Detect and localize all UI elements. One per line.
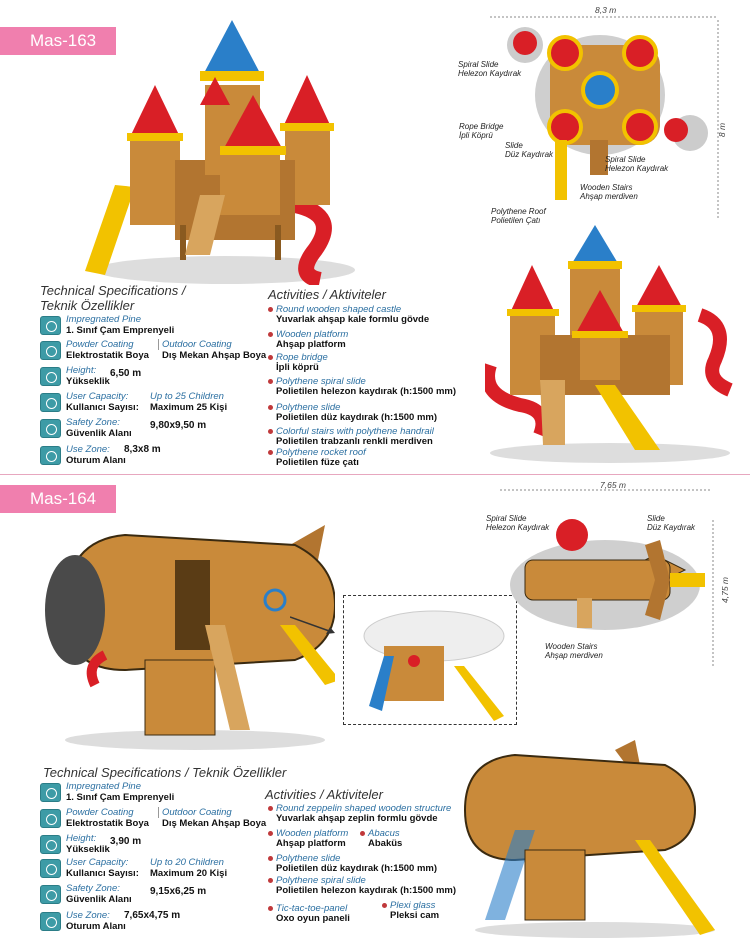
plan-depth-label-164: 4,75 m	[720, 577, 730, 603]
spec-row-coating: Powder Coating Elektrostatik Boya Outdoo…	[40, 339, 270, 363]
area-icon	[40, 912, 61, 931]
spec-row-coating-164: Powder Coating Elektrostatik Boya Outdoo…	[40, 807, 270, 831]
spec-row-pine-164: Impregnated Pine 1. Sınıf Çam Emprenyeli	[40, 781, 240, 805]
zeppelin-plan-view	[500, 489, 714, 668]
pine-icon	[40, 316, 61, 335]
castle-playground-image-2	[485, 225, 733, 463]
brush-icon	[40, 341, 61, 360]
section-divider	[0, 474, 750, 475]
spec-row-use-zone: Use Zone: 8,3x8 m Oturum Alanı	[40, 444, 240, 468]
spec-row-height-164: Height: Yükseklik 3,90 m	[40, 833, 240, 857]
activities-title-mas163: Activities / Aktiviteler	[268, 287, 386, 302]
activities-title-mas164: Activities / Aktiviteler	[265, 787, 383, 802]
users-icon	[40, 859, 61, 878]
spec-row-height: Height: Yükseklik 6,50 m	[40, 365, 240, 389]
plan-width-label-164: 7,65 m	[600, 480, 626, 490]
brush-icon	[40, 809, 61, 828]
height-icon	[40, 835, 61, 854]
spec-title-mas164: Technical Specifications / Teknik Özelli…	[43, 765, 287, 780]
product-tag-mas163: Mas-163	[0, 27, 116, 55]
spec-row-safety: Safety Zone: Güvenlik Alanı 9,80x9,50 m	[40, 417, 270, 441]
castle-plan-view	[490, 16, 719, 220]
detail-inset-frame	[343, 595, 517, 725]
spec-row-pine: Impregnated Pine 1. Sınıf Çam Emprenyeli	[40, 314, 240, 338]
zeppelin-detail-image	[363, 610, 505, 721]
plan-depth-label: 8 m	[717, 122, 728, 138]
zeppelin-playground-image-2	[463, 740, 715, 938]
area-icon	[40, 446, 61, 465]
spec-row-capacity: User Capacity: Kullanıcı Sayısı: Up to 2…	[40, 391, 270, 415]
pointer-arrow-icon	[290, 616, 335, 634]
spec-title-mas163: Technical Specifications /Teknik Özellik…	[40, 283, 186, 313]
product-tag-mas164: Mas-164	[0, 485, 116, 513]
plan-width-label: 8,3 m	[595, 5, 617, 15]
spec-row-use-zone-164: Use Zone: 7,65x4,75 m Oturum Alanı	[40, 910, 240, 934]
pine-icon	[40, 783, 61, 802]
castle-playground-image	[85, 20, 355, 285]
users-icon	[40, 393, 61, 412]
shield-icon	[40, 885, 61, 904]
spec-row-capacity-164: User Capacity: Kullanıcı Sayısı: Up to 2…	[40, 857, 270, 881]
shield-icon	[40, 419, 61, 438]
spec-row-safety-164: Safety Zone: Güvenlik Alanı 9,15x6,25 m	[40, 883, 270, 907]
zeppelin-playground-image	[45, 525, 335, 750]
height-icon	[40, 367, 61, 386]
